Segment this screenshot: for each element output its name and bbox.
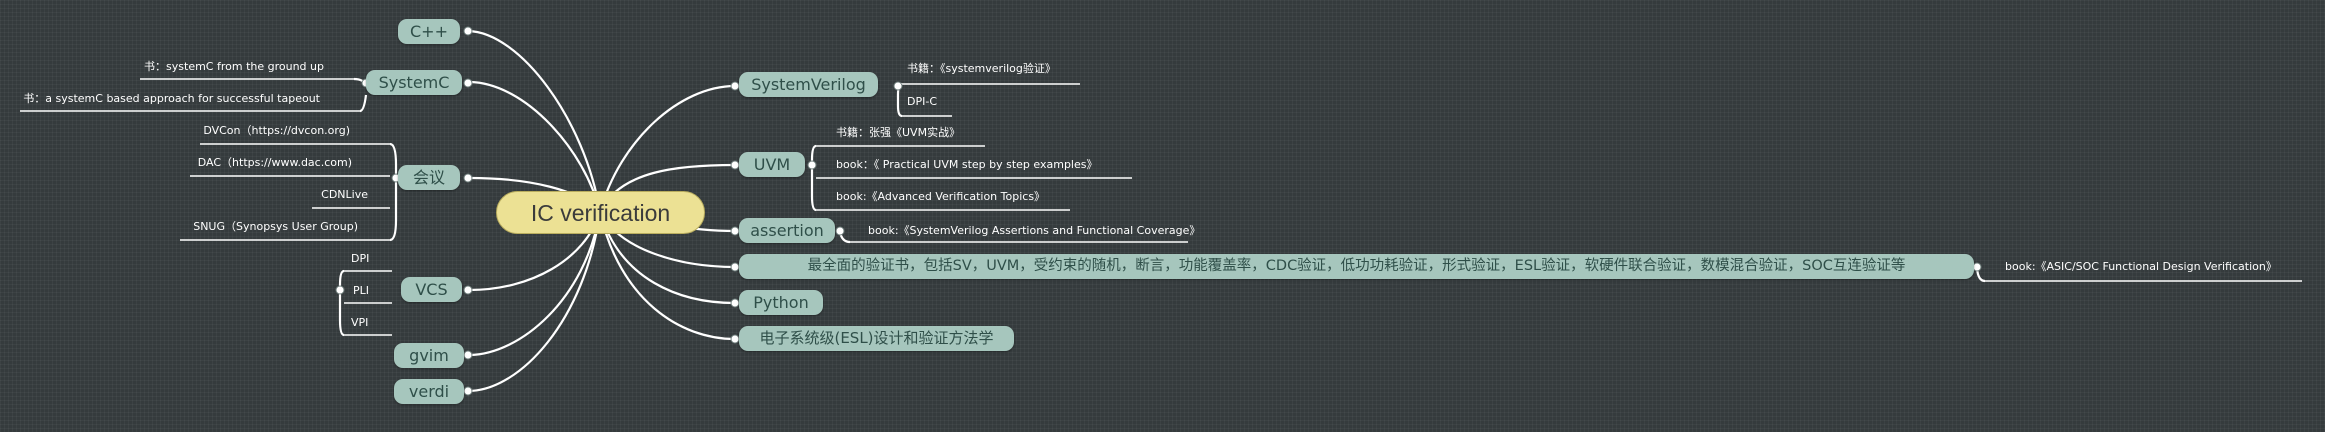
root-topic[interactable]: IC verification bbox=[496, 191, 705, 234]
dot-assertion-right bbox=[835, 226, 845, 236]
dot-gvim bbox=[463, 350, 473, 360]
topic-systemc[interactable]: SystemC bbox=[366, 70, 462, 95]
dot-book-right bbox=[1972, 262, 1982, 272]
topic-assertion[interactable]: assertion bbox=[739, 218, 835, 243]
link-root-cpp bbox=[467, 29, 602, 213]
dot-book bbox=[730, 262, 740, 272]
link-root-python bbox=[598, 211, 736, 305]
dot-uvm-right bbox=[807, 160, 817, 170]
bracket-systemc-2 bbox=[359, 94, 368, 113]
dot-systemc-right bbox=[893, 81, 903, 91]
dot-python bbox=[730, 298, 740, 308]
leaf-assertion-1[interactable]: book:《SystemVerilog Assertions and Funct… bbox=[868, 224, 1201, 237]
dot-systemc bbox=[463, 78, 473, 88]
link-root-systemc bbox=[469, 80, 602, 213]
topic-gvim[interactable]: gvim bbox=[394, 343, 464, 368]
topic-uvm[interactable]: UVM bbox=[739, 152, 805, 177]
dot-uvm bbox=[730, 160, 740, 170]
bracket-vcs bbox=[338, 269, 345, 337]
leaf-conf-1[interactable]: DVCon（https://dvcon.org) bbox=[203, 124, 350, 137]
leaf-conf-2[interactable]: DAC（https://www.dac.com) bbox=[197, 156, 352, 169]
link-root-esl bbox=[598, 211, 736, 341]
dot-verdi bbox=[463, 386, 473, 396]
leaf-uvm-3[interactable]: book:《Advanced Verification Topics》 bbox=[836, 190, 1046, 203]
dot-vcs-left bbox=[335, 285, 345, 295]
bracket-uvm bbox=[810, 144, 817, 212]
dot-cpp bbox=[463, 26, 473, 36]
topic-python[interactable]: Python bbox=[739, 290, 823, 315]
leaf-conf-4[interactable]: SNUG（Synopsys User Group) bbox=[193, 220, 358, 233]
bracket-conf bbox=[389, 142, 398, 242]
dot-assertion bbox=[730, 226, 740, 236]
dot-esl bbox=[730, 334, 740, 344]
link-root-sv bbox=[598, 84, 736, 213]
leaf-systemc-1[interactable]: 书：systemC from the ground up bbox=[144, 60, 324, 73]
leaf-conf-3[interactable]: CDNLive bbox=[321, 188, 368, 201]
leaf-vcs-3[interactable]: VPI bbox=[351, 316, 369, 329]
dot-sv bbox=[730, 81, 740, 91]
leaf-sv-2[interactable]: DPI-C bbox=[907, 95, 937, 108]
topic-systemverilog[interactable]: SystemVerilog bbox=[739, 72, 878, 97]
dot-vcs bbox=[463, 285, 473, 295]
leaf-uvm-1[interactable]: 书籍：张强《UVM实战》 bbox=[836, 126, 961, 139]
leaf-vcs-2[interactable]: PLI bbox=[353, 284, 370, 297]
topic-cpp[interactable]: C++ bbox=[398, 19, 460, 44]
topic-conference[interactable]: 会议 bbox=[398, 165, 460, 190]
leaf-vcs-1[interactable]: DPI bbox=[351, 252, 370, 265]
leaf-sv-1[interactable]: 书籍：《systemverilog验证》 bbox=[907, 62, 1056, 75]
leaf-uvm-2[interactable]: book：《 Practical UVM step by step exampl… bbox=[836, 158, 1098, 171]
dot-conf bbox=[463, 173, 473, 183]
topic-verification-book[interactable]: 最全面的验证书，包括SV，UVM，受约束的随机，断言，功能覆盖率，CDC验证，低… bbox=[739, 254, 1974, 279]
topic-vcs[interactable]: VCS bbox=[401, 277, 462, 302]
leaf-book-1[interactable]: book:《ASIC/SOC Functional Design Verific… bbox=[2005, 260, 2277, 273]
leaf-systemc-2[interactable]: 书：a systemC based approach for successfu… bbox=[23, 92, 320, 105]
topic-verdi[interactable]: verdi bbox=[394, 379, 464, 404]
link-root-verdi bbox=[467, 211, 602, 393]
link-root-gvim bbox=[469, 211, 602, 357]
topic-esl[interactable]: 电子系统级(ESL)设计和验证方法学 bbox=[739, 326, 1014, 351]
